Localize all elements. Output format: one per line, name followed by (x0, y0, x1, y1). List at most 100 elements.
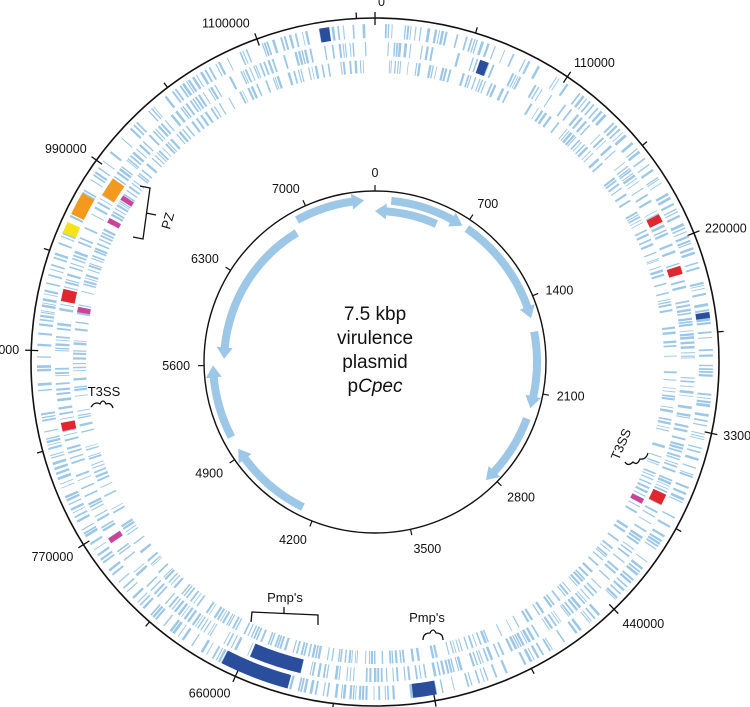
gene-stripe (696, 317, 711, 323)
gene-stripe (399, 649, 402, 663)
gene-stripe (169, 619, 181, 633)
gene-stripe (151, 157, 163, 168)
gene-stripe (482, 43, 490, 58)
plasmid-name-italic: Cpec (358, 376, 403, 397)
gene-stripe (500, 659, 508, 674)
gene-stripe (93, 250, 107, 257)
pz-bracket-stem (145, 212, 157, 216)
plasmid-title: 7.5 kbp virulence plasmid pCpec (337, 304, 413, 397)
gene-stripe (369, 667, 372, 682)
gene-stripe (342, 25, 346, 40)
gene-stripe (75, 470, 90, 478)
plasmid-tick (532, 292, 539, 297)
chromosome-tick-label: 220000 (705, 222, 747, 236)
gene-stripe (656, 291, 670, 297)
gene-stripe (148, 110, 159, 122)
gene-stripe (174, 88, 185, 101)
gene-stripe (96, 474, 110, 482)
gene-stripe (675, 300, 690, 305)
gene-stripe (680, 341, 695, 345)
pmps-left-label: Pmp's (267, 590, 303, 605)
gene-stripe (680, 357, 695, 359)
gene-stripe (352, 685, 355, 700)
gene-stripe (321, 64, 326, 78)
gene-stripe (604, 150, 616, 161)
gene-stripe (161, 147, 172, 158)
gene-stripe (607, 532, 619, 542)
gene-stripe (487, 64, 495, 79)
gene-stripe (88, 452, 101, 458)
gene-stripe (168, 572, 179, 584)
gene-stripe (100, 481, 113, 489)
gene-stripe (83, 525, 97, 535)
gene-stripe (403, 43, 408, 58)
gene-stripe (165, 143, 176, 155)
gene-stripe (663, 340, 677, 344)
gene-stripe (658, 474, 673, 482)
gene-stripe (154, 607, 166, 621)
gene-stripe (659, 408, 674, 413)
gene-stripe (666, 454, 680, 461)
gene-stripe (183, 607, 194, 620)
gene-stripe (81, 290, 95, 295)
gene-stripe (116, 542, 130, 553)
gene-stripe (403, 25, 407, 40)
gene-stripe (694, 309, 710, 314)
gene-stripe (92, 254, 105, 262)
gene-stripe (55, 339, 70, 342)
gene-stripe (388, 60, 391, 74)
gene-stripe (307, 67, 312, 81)
gene-stripe (249, 67, 256, 81)
gene-stripe (541, 618, 550, 631)
gene-stripe (187, 609, 198, 623)
gene-stripe (96, 512, 110, 522)
gene-stripe (93, 467, 107, 474)
gene-stripe (365, 685, 368, 700)
gene-stripe (415, 647, 421, 661)
gene-stripe (640, 243, 654, 251)
gene-stripe (675, 481, 690, 490)
gene-stripe (104, 489, 117, 497)
gene-stripe (669, 496, 683, 504)
gene-stripe (250, 625, 258, 638)
gene-stripe (604, 563, 617, 574)
t3ss-left-bracket (90, 400, 114, 409)
gene-stripe (625, 505, 638, 514)
gene-stripe (255, 627, 263, 641)
gene-stripe (438, 30, 445, 45)
gene-stripe (617, 547, 630, 558)
plasmid-tick-label: 2100 (557, 390, 585, 404)
gene-stripe (195, 74, 205, 88)
gene-stripe (675, 304, 691, 309)
gene-stripe (102, 553, 115, 564)
gene-stripe (195, 117, 206, 130)
gene-stripe (678, 242, 692, 249)
gene-stripe (349, 60, 353, 75)
gene-stripe (679, 330, 694, 333)
gene-stripe (439, 67, 445, 81)
gene-stripe (373, 667, 377, 682)
gene-stripe (349, 667, 352, 682)
gene-stripe (697, 331, 712, 335)
gene-stripe (663, 355, 677, 357)
gene-stripe (75, 321, 89, 325)
gene-stripe (98, 238, 112, 246)
plasmid-tick-label: 4200 (279, 533, 307, 547)
gene-stripe (362, 24, 366, 39)
gene-stripe (39, 318, 54, 323)
gene-stripe (693, 422, 707, 427)
gene-stripe (216, 608, 226, 621)
gene-stripe (644, 505, 658, 514)
gene-stripe (185, 587, 196, 599)
gene-stripe (118, 167, 132, 179)
gene-stripe (463, 673, 470, 688)
gene-stripe (614, 193, 627, 203)
chromosome-tick (474, 27, 478, 34)
gene-stripe (550, 121, 560, 134)
gene-stripe (588, 158, 600, 169)
gene-stripe (314, 65, 320, 79)
gene-stripe (81, 522, 95, 531)
gene-stripe (619, 169, 632, 180)
gene-stripe (509, 74, 517, 88)
t3ss-right-bracket (624, 452, 649, 466)
